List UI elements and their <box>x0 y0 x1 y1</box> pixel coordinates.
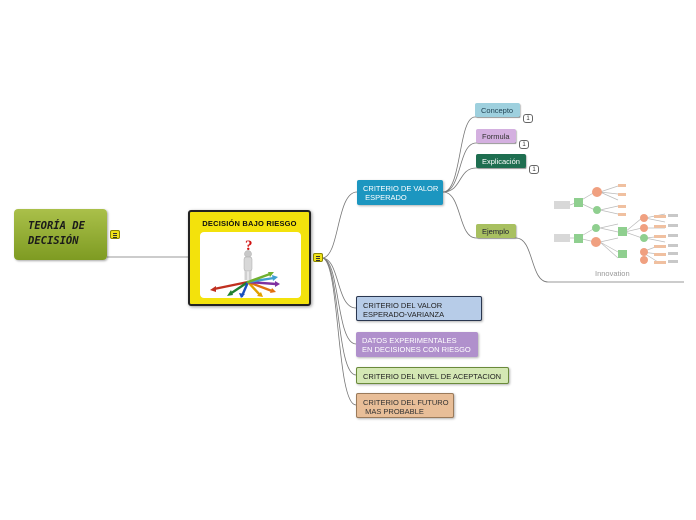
topic-line2: ESPERADO <box>363 193 407 202</box>
attachment-count-badge[interactable]: 1 <box>529 165 539 174</box>
link-ejemplo-image <box>515 237 684 283</box>
link-central-varianza <box>321 257 357 309</box>
attachment-count-badge[interactable]: 1 <box>519 140 529 149</box>
attachment-count-badge[interactable]: 1 <box>523 114 533 123</box>
image-caption: Innovation <box>595 269 630 278</box>
topic-criterio-valor-esperado-varianza[interactable]: CRITERIO DEL VALOR ESPERADO-VARIANZA <box>356 296 482 321</box>
root-topic-line1: TEORÍA DE <box>28 220 85 232</box>
root-topic[interactable]: TEORÍA DE DECISIÓN <box>14 209 107 260</box>
link-valor-formula <box>442 142 516 193</box>
topic-line1: CRITERIO DEL NIVEL DE ACEPTACION <box>363 372 502 381</box>
subtopic-formula[interactable]: Formula <box>476 129 516 143</box>
link-central-datos <box>321 257 357 345</box>
topic-criterio-valor-esperado[interactable]: CRITERIO DE VALOR ESPERADO <box>357 180 443 205</box>
subtopic-explicacion[interactable]: Explicación <box>476 154 526 168</box>
central-topic[interactable]: DECISIÓN BAJO RIESGO ? <box>188 210 311 306</box>
topic-line1: DATOS EXPERIMENTALES <box>362 336 457 345</box>
link-valor-concepto <box>442 116 520 193</box>
link-central-valor-esperado <box>321 191 358 259</box>
root-topic-line2: DECISIÓN <box>28 235 79 247</box>
central-topic-title: DECISIÓN BAJO RIESGO <box>202 219 297 228</box>
subtopic-concepto[interactable]: Concepto <box>475 103 520 117</box>
topic-line1: CRITERIO DE VALOR <box>363 184 439 193</box>
topic-line2: ESPERADO-VARIANZA <box>363 310 445 319</box>
question-mark-glyph: ? <box>245 238 253 254</box>
notes-icon[interactable] <box>313 253 323 262</box>
link-central-futuro <box>321 257 357 406</box>
topic-criterio-futuro-mas-probable[interactable]: CRITERIO DEL FUTURO MAS PROBABLE <box>356 393 454 418</box>
decision-tree-image <box>554 184 678 264</box>
link-valor-ejemplo <box>442 191 516 239</box>
topic-datos-experimentales[interactable]: DATOS EXPERIMENTALES EN DECISIONES CON R… <box>356 332 478 357</box>
topic-line1: CRITERIO DEL VALOR <box>363 301 443 310</box>
decision-person-image: ? <box>200 232 301 298</box>
topic-line2: MAS PROBABLE <box>363 407 424 416</box>
topic-criterio-nivel-aceptacion[interactable]: CRITERIO DEL NIVEL DE ACEPTACION <box>356 367 509 384</box>
link-central-nivel <box>321 257 357 376</box>
topic-line1: CRITERIO DEL FUTURO <box>363 398 449 407</box>
topic-line2: EN DECISIONES CON RIESGO <box>362 345 471 354</box>
notes-icon[interactable] <box>110 230 120 239</box>
subtopic-ejemplo[interactable]: Ejemplo <box>476 224 516 238</box>
link-valor-explicacion <box>442 167 526 193</box>
